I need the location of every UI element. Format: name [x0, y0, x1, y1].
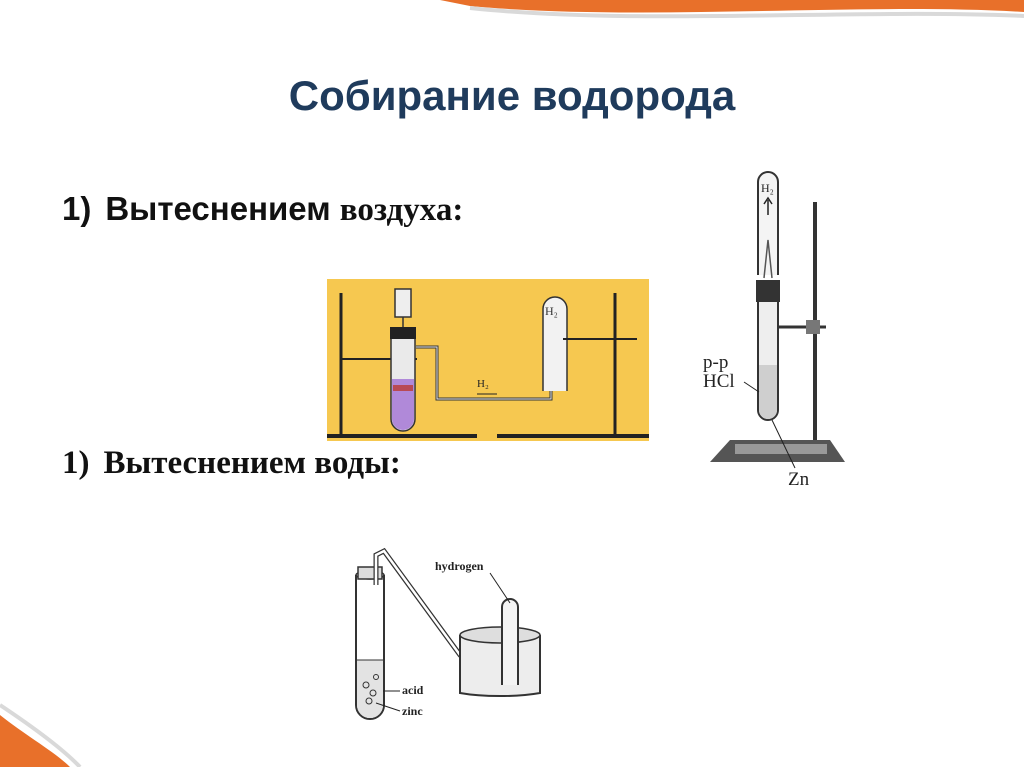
- tube-stopper: [756, 280, 780, 302]
- gas-label: hydrogen: [435, 559, 484, 573]
- gas-delivery-tube-inner: [416, 346, 552, 400]
- bubble: [362, 681, 370, 689]
- solution-label-1: р-р: [703, 352, 728, 373]
- method-air-displacement: 1) Вытеснением воздуха:: [62, 190, 463, 229]
- delivery-tip: [763, 239, 773, 279]
- zinc-granules: [393, 385, 413, 391]
- acid-liquid: [392, 379, 414, 430]
- inverted-collection-tube: [757, 171, 779, 275]
- tube-stopper: [390, 327, 416, 339]
- stand-base-top: [735, 444, 827, 454]
- zinc-pointer: [375, 702, 401, 712]
- metal-pointer: [771, 419, 796, 469]
- acid-solution: [759, 365, 777, 419]
- collection-tube-label: H₂: [761, 181, 774, 195]
- top-gray-swoosh: [469, 6, 1024, 19]
- bubble: [365, 697, 373, 705]
- bottom-orange-swoosh: [0, 715, 70, 767]
- bubble: [373, 674, 379, 680]
- zinc-label: zinc: [402, 704, 423, 718]
- water-displacement-diagram: hydrogen acid zinc: [355, 547, 541, 720]
- solution-pointer: [743, 381, 760, 393]
- collection-tube: [542, 296, 568, 391]
- method-water-displacement: 1) Вытеснением воды:: [62, 445, 401, 482]
- metal-label: Zn: [788, 469, 810, 490]
- item-number: 1): [62, 445, 90, 481]
- gas-pointer: [489, 572, 511, 604]
- collecting-tube: [501, 598, 519, 685]
- item-text-part2: воздуха:: [339, 192, 464, 228]
- acid-label: acid: [402, 683, 424, 697]
- dropping-funnel: [394, 288, 412, 318]
- item-text-part1: Вытеснением: [105, 190, 331, 227]
- water-beaker: [459, 635, 541, 698]
- item-number: 1): [62, 190, 92, 227]
- top-orange-swoosh: [440, 0, 1024, 13]
- ring-stand-diagram: H₂ р-р HCl Zn: [703, 171, 845, 490]
- bubble: [369, 689, 377, 697]
- acid-liquid: [357, 660, 383, 718]
- clamp-screw: [806, 320, 820, 334]
- gas-up-arrowhead: [763, 196, 773, 205]
- collection-tube-label: H₂: [545, 304, 558, 318]
- item-text: Вытеснением воды:: [103, 445, 401, 481]
- solution-label-2: HCl: [703, 371, 735, 392]
- bottom-gray-swoosh: [0, 703, 82, 767]
- air-displacement-diagram: H₂ H₂: [327, 279, 649, 441]
- gas-label: H₂: [477, 378, 489, 390]
- slide-title: Собирание водорода: [288, 72, 736, 119]
- water-surface: [459, 626, 541, 644]
